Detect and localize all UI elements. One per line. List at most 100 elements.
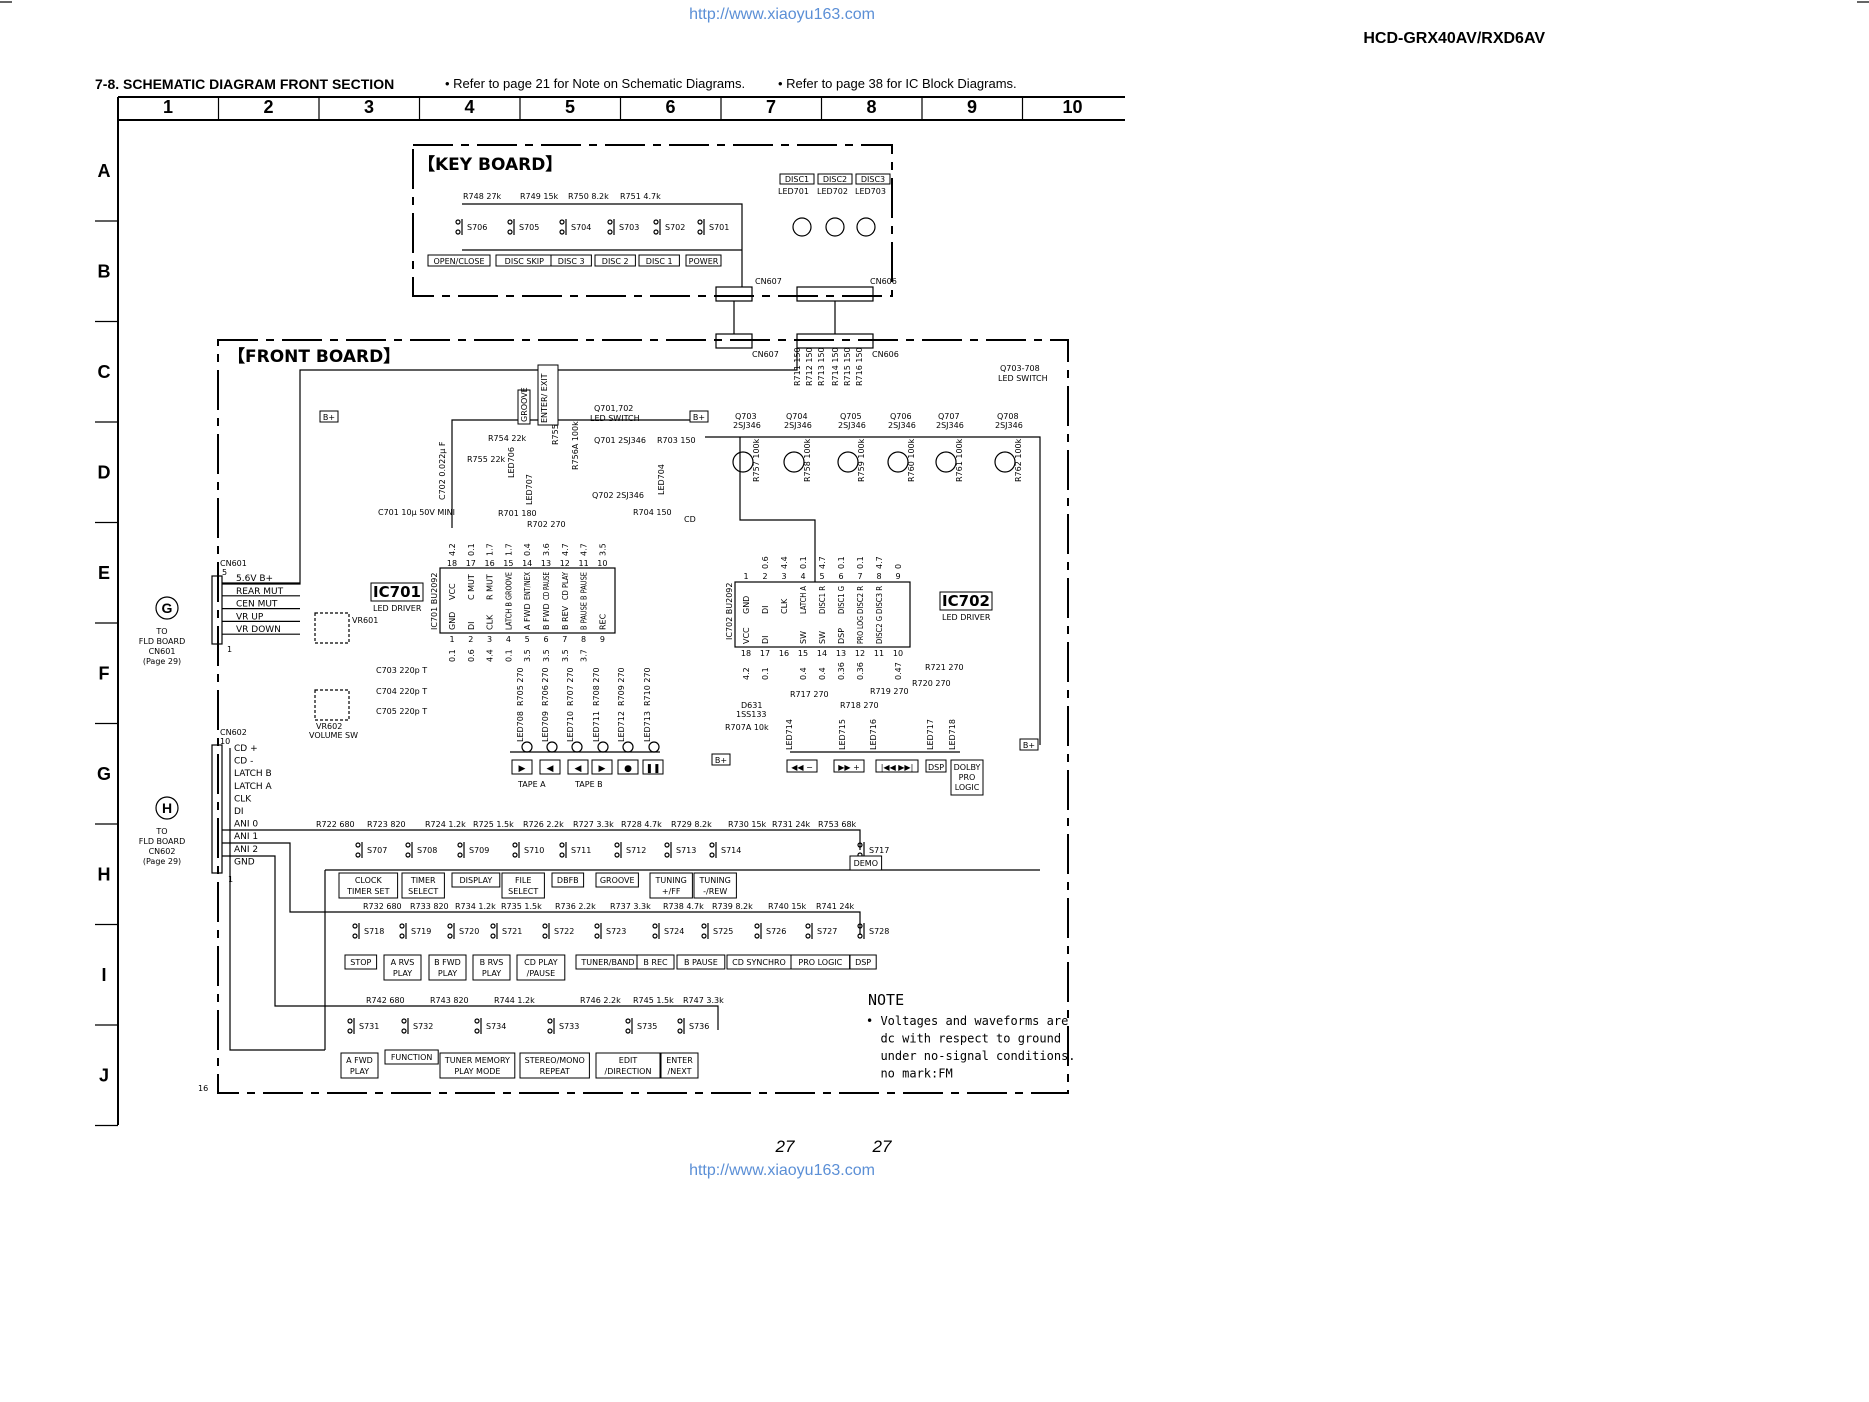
key-button-box [660, 1052, 699, 1079]
switch-label: S717 [869, 846, 889, 855]
key-button[interactable]: B REC [643, 958, 668, 967]
key-button-box [383, 954, 422, 981]
key-button[interactable]: TUNING-/REW [699, 876, 731, 896]
control-button-label[interactable]: DSP [928, 763, 944, 772]
led-label: LED716 [869, 719, 878, 750]
note-line: dc with respect to ground [866, 1032, 1061, 1046]
key-button-box [401, 872, 445, 899]
key-button[interactable]: ENTER/NEXT [666, 1056, 693, 1076]
switch-contact [547, 1018, 553, 1024]
led-label: LED703 [855, 187, 886, 196]
resistor-label: R753 68k [818, 820, 857, 829]
pin-voltage: 4.2 [448, 543, 457, 556]
key-button[interactable]: TUNER/BAND [580, 958, 634, 967]
pin-name: DSP [837, 628, 846, 644]
ic-pin-number: 8 [581, 635, 586, 644]
led-icon [825, 217, 845, 237]
note-line: no mark:FM [866, 1067, 953, 1081]
switch-contact [614, 842, 620, 848]
key-button[interactable]: EDIT/DIRECTION [605, 1056, 652, 1076]
component-label: R754 22k [488, 434, 527, 443]
switch-contact [352, 933, 358, 939]
key-button-label[interactable]: OPEN/CLOSE [433, 257, 484, 266]
pin-name: ENT/NEX [523, 572, 532, 600]
key-button-box [451, 872, 501, 888]
key-button[interactable]: CD SYNCHRO [732, 958, 786, 967]
column-number: 6 [665, 97, 675, 117]
pin-voltage: 3.5 [523, 649, 532, 662]
key-button[interactable]: B PAUSE [684, 958, 718, 967]
key-button[interactable]: FUNCTION [391, 1053, 433, 1062]
key-board-outline [412, 144, 893, 297]
key-button[interactable]: GROOVE [600, 876, 635, 885]
key-button[interactable]: DISPLAY [459, 876, 492, 885]
top-url-link[interactable]: http://www.xiaoyu163.com [689, 6, 875, 23]
key-button[interactable]: DSP [855, 958, 871, 967]
groove-label[interactable]: GROOVE [520, 387, 529, 422]
groove-box [517, 389, 531, 425]
key-board-title: 【KEY BOARD】 [418, 154, 562, 175]
cn601-pin-label: VR DOWN [236, 625, 281, 635]
tape-control-icon[interactable]: ❚❚ [645, 764, 660, 774]
bottom-url-link[interactable]: http://www.xiaoyu163.com [689, 1162, 875, 1179]
tape-control-icon[interactable]: ▶ [519, 764, 526, 774]
key-button-box [384, 1049, 439, 1065]
pin-number: 1 [227, 645, 232, 654]
switch-contact [447, 933, 453, 939]
ref-text: TO [155, 627, 167, 636]
tape-control-icon[interactable]: ◀ [547, 764, 554, 774]
cn602-label: CN602 [220, 728, 247, 737]
key-button-label[interactable]: DISC 2 [602, 257, 629, 266]
key-button[interactable]: DBFB [557, 876, 579, 885]
control-button-label[interactable]: |◀◀ ▶▶| [881, 763, 914, 772]
control-button-label[interactable]: ▶▶ + [838, 763, 860, 772]
key-button-label[interactable]: DISC 1 [646, 257, 673, 266]
cn602-pin-label: DI [234, 807, 244, 817]
tape-control-icon[interactable]: ● [624, 764, 632, 774]
column-number: 10 [1062, 97, 1082, 117]
control-button-label[interactable]: ◀◀ − [791, 763, 813, 772]
resistor-label: R706 270 [541, 667, 550, 706]
key-button[interactable]: DEMO [854, 859, 878, 868]
switch-label: S713 [676, 846, 696, 855]
key-button[interactable]: PRO LOGIC [798, 958, 842, 967]
switch-contact [754, 923, 760, 929]
resistor-label: R712 150 [805, 347, 814, 386]
enter-exit-label[interactable]: ENTER/ EXIT [540, 373, 549, 423]
switch-contact [805, 923, 811, 929]
tape-control-icon[interactable]: ▶ [599, 764, 606, 774]
pin-name: DISC3 R [875, 586, 884, 614]
transistor-icon [887, 451, 909, 473]
ref-text: FLD BOARD [139, 637, 185, 646]
tape-button-box [539, 759, 561, 775]
key-button-label[interactable]: DISC 3 [558, 257, 585, 266]
pin-name: REC [598, 613, 607, 630]
model-number: HCD-GRX40AV/RXD6AV [1363, 30, 1545, 47]
key-button-label[interactable]: DISC SKIP [505, 257, 544, 266]
page-number-left: 27 [775, 1137, 795, 1156]
tape-control-icon[interactable]: ◀ [575, 764, 582, 774]
switch-contact [559, 219, 565, 225]
pin-name: LATCH A [799, 586, 808, 614]
ic-pin-number: 13 [836, 649, 846, 658]
switch-contact [754, 933, 760, 939]
key-button[interactable]: CD PLAY/PAUSE [524, 958, 558, 978]
transistor-part: 2SJ346 [838, 421, 866, 430]
key-button[interactable]: TUNING+/FF [655, 876, 687, 896]
key-button[interactable]: STOP [350, 958, 371, 967]
pin-voltage: 0.4 [799, 667, 808, 680]
ref-h-letter: H [162, 800, 172, 816]
pin-voltage: 0.1 [761, 667, 770, 680]
key-button-label[interactable]: POWER [689, 257, 719, 266]
cn607-label: CN607 [752, 350, 779, 359]
